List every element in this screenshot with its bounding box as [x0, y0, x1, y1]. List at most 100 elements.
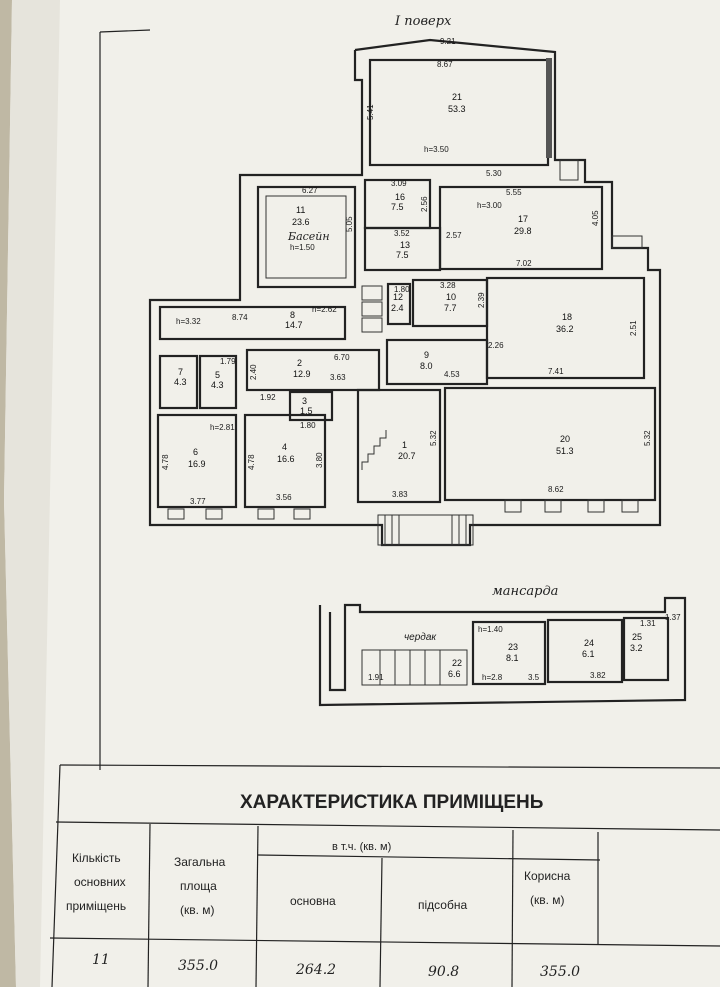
- col-total-line1: Загальна: [174, 855, 226, 869]
- col-aux: підсобна: [418, 898, 467, 912]
- floor1-title: I поверх: [394, 14, 452, 29]
- room-25: [622, 616, 670, 682]
- dim-r17-side: 4.05: [591, 210, 600, 226]
- col-count-line2: основних: [74, 875, 126, 889]
- room-17-area: 29.8: [514, 226, 532, 236]
- dim-pool-side: 5.05: [345, 216, 354, 232]
- room-12: [386, 282, 412, 326]
- attic-stairs-icon: [361, 649, 468, 686]
- dim-r3-w: 1.92: [260, 393, 276, 402]
- room-7-area: 4.3: [174, 377, 187, 387]
- value-main: 264.2: [295, 962, 336, 978]
- col-main: основна: [290, 894, 336, 908]
- room-23-area: 8.1: [506, 653, 519, 663]
- col-total-line3: (кв. м): [180, 903, 215, 917]
- room-18: [485, 276, 646, 380]
- room-3-no: 3: [302, 396, 307, 406]
- attic-space-label: чердак: [404, 632, 437, 643]
- dim-attic-h: h=1.40: [478, 625, 503, 634]
- room-2-no: 2: [297, 358, 302, 368]
- dim-r2-side: 2.40: [249, 364, 258, 380]
- room-5: [198, 354, 238, 410]
- room-3: [288, 390, 334, 422]
- room-12-area: 2.4: [391, 303, 404, 313]
- porch-steps: [377, 514, 474, 546]
- room-8-no: 8: [290, 310, 295, 320]
- col-useful-line1: Корисна: [524, 869, 571, 883]
- room-17: [438, 185, 604, 271]
- room-16-no: 16: [395, 192, 405, 202]
- room-9-area: 8.0: [420, 361, 433, 371]
- col-total-line2: площа: [180, 879, 217, 893]
- dim-r6-h: h=2.81: [210, 423, 235, 432]
- dim-room21-width: 8.67: [437, 60, 453, 69]
- room-4-no: 4: [282, 442, 287, 452]
- dim-pool-top: 6.27: [302, 186, 318, 195]
- room-24-no: 24: [584, 638, 594, 648]
- room-2-area: 12.9: [293, 369, 311, 379]
- pool-depth: h=1.50: [290, 243, 315, 252]
- room-18-area: 36.2: [556, 324, 574, 334]
- room-11-area: 23.6: [292, 217, 310, 227]
- dim-r10-side: 2.39: [477, 292, 486, 308]
- dim-room21-left: 5.41: [366, 104, 375, 120]
- dim-r4-side2: 3.80: [315, 452, 324, 468]
- room-3-area: 1.5: [300, 406, 313, 416]
- room-6: [156, 413, 238, 509]
- col-useful-line2: (кв. м): [530, 893, 565, 907]
- dim-r17-height: h=3.00: [477, 201, 502, 210]
- dim-attic-left: 1.91: [368, 673, 384, 682]
- dim-corridor-h: h=3.32: [176, 317, 201, 326]
- room-22-no: 22: [452, 658, 462, 668]
- dim-r2-w: 6.70: [334, 353, 350, 362]
- dim-attic-w2: 3.82: [590, 671, 606, 680]
- dim-r6-bottom: 3.77: [190, 497, 206, 506]
- value-useful: 355.0: [540, 964, 580, 980]
- group-header: в т.ч. (кв. м): [332, 841, 391, 853]
- value-aux: 90.8: [428, 964, 459, 980]
- room-5-area: 4.3: [211, 380, 224, 390]
- value-total: 355.0: [178, 958, 218, 974]
- dim-r9-side: 2.26: [488, 341, 504, 350]
- col-count-line3: приміщень: [66, 899, 126, 913]
- room-21-area: 53.3: [448, 104, 466, 114]
- room-6-no: 6: [193, 447, 198, 457]
- paper-sheet: [4, 0, 720, 987]
- dim-r17-bottom: 7.02: [516, 259, 532, 268]
- room-21-no: 21: [452, 92, 462, 102]
- dim-r6-side: 4.78: [161, 454, 170, 470]
- dim-r12-side: 1.80: [394, 285, 410, 294]
- col-count-line1: Кількість: [72, 851, 121, 865]
- dim-r8-h: h=2.62: [312, 305, 337, 314]
- room-8: [158, 305, 347, 341]
- dim-r18-side: 2.51: [629, 320, 638, 336]
- room-7: [158, 354, 199, 410]
- room-8-area: 14.7: [285, 320, 303, 330]
- room-13-no: 13: [400, 240, 410, 250]
- building-outline: [148, 38, 662, 547]
- room-23-no: 23: [508, 642, 518, 652]
- dim-r13-top: 3.52: [394, 229, 410, 238]
- dim-room21-height: h=3.50: [424, 145, 449, 154]
- room-25-area: 3.2: [630, 643, 643, 653]
- room-1-area: 20.7: [398, 451, 416, 461]
- room-10-area: 7.7: [444, 303, 457, 313]
- dim-r4-top: 1.80: [300, 421, 316, 430]
- characteristics-table: ХАРАКТЕРИСТИКА ПРИМІЩЕНЬ в т.ч. (кв. м) …: [49, 764, 720, 987]
- dim-attic-label-c: h=2.8: [482, 673, 503, 682]
- dim-r18-bottom: 7.41: [548, 367, 564, 376]
- room-13-area: 7.5: [396, 250, 409, 260]
- room-9: [385, 338, 489, 386]
- room-7-no: 7: [178, 367, 183, 377]
- dim-r16-top: 3.09: [391, 179, 407, 188]
- room-11-pool: [256, 185, 357, 289]
- room-2: [245, 348, 381, 392]
- pool-label: Басейн: [287, 230, 330, 243]
- dim-r17-top: 5.55: [506, 188, 522, 197]
- room-17-no: 17: [518, 214, 528, 224]
- room-5-no: 5: [215, 370, 220, 380]
- dim-r4-side: 4.78: [247, 454, 256, 470]
- dim-r16-side: 2.56: [420, 196, 429, 212]
- dim-r20-side: 5.32: [643, 430, 652, 446]
